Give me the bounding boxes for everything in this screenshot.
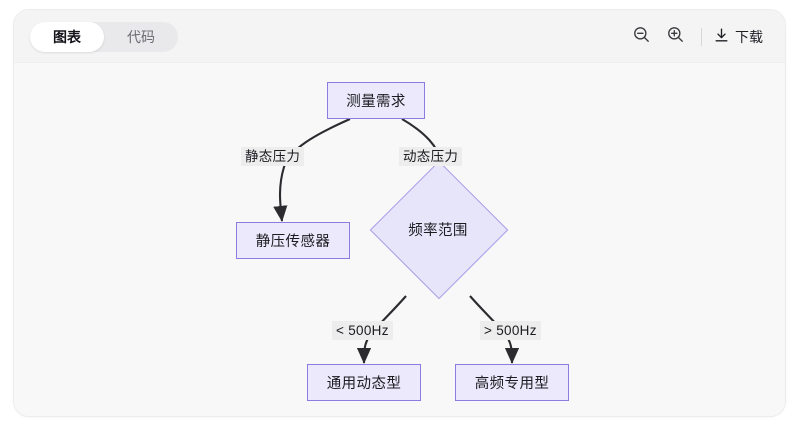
download-icon — [713, 27, 730, 47]
node-high-frequency-type[interactable]: 高频专用型 — [455, 364, 569, 401]
node-label: 频率范围 — [408, 222, 468, 239]
view-mode-tabs: 图表 代码 — [30, 22, 178, 52]
zoom-out-button[interactable] — [624, 21, 658, 53]
download-label: 下载 — [735, 29, 763, 45]
node-label: 静压传感器 — [255, 234, 331, 250]
tab-chart[interactable]: 图表 — [30, 22, 104, 52]
edge-n1-n2 — [273, 118, 351, 222]
diagram-canvas[interactable]: 测量需求 静压传感器 频率范围 通用动态型 高频专用型 静态压力 动态压力 < … — [14, 63, 785, 416]
tab-code-label: 代码 — [127, 29, 155, 45]
node-static-pressure-sensor[interactable]: 静压传感器 — [236, 222, 350, 259]
node-measurement-requirement[interactable]: 测量需求 — [327, 82, 425, 119]
edge-label-below-500hz: < 500Hz — [332, 321, 393, 340]
toolbar-divider — [701, 28, 702, 46]
edge-label-above-500hz: > 500Hz — [480, 321, 541, 340]
node-general-dynamic-type[interactable]: 通用动态型 — [307, 364, 421, 401]
node-label: 高频专用型 — [474, 376, 550, 392]
edge-label-dynamic-pressure: 动态压力 — [399, 147, 463, 166]
node-label: 测量需求 — [346, 94, 406, 110]
tab-chart-label: 图表 — [53, 29, 81, 45]
tab-code[interactable]: 代码 — [104, 22, 178, 52]
edge-label-static-pressure: 静态压力 — [241, 147, 305, 166]
download-button[interactable]: 下载 — [711, 21, 767, 53]
zoom-out-icon — [632, 25, 651, 49]
node-label: 通用动态型 — [326, 376, 402, 392]
zoom-in-button[interactable] — [658, 21, 692, 53]
card-header: 图表 代码 — [14, 10, 785, 63]
diagram-card: 图表 代码 — [13, 9, 786, 417]
node-frequency-range[interactable]: 频率范围 — [369, 160, 509, 300]
zoom-in-icon — [666, 25, 685, 49]
diagram-toolbar: 下载 — [624, 21, 767, 53]
